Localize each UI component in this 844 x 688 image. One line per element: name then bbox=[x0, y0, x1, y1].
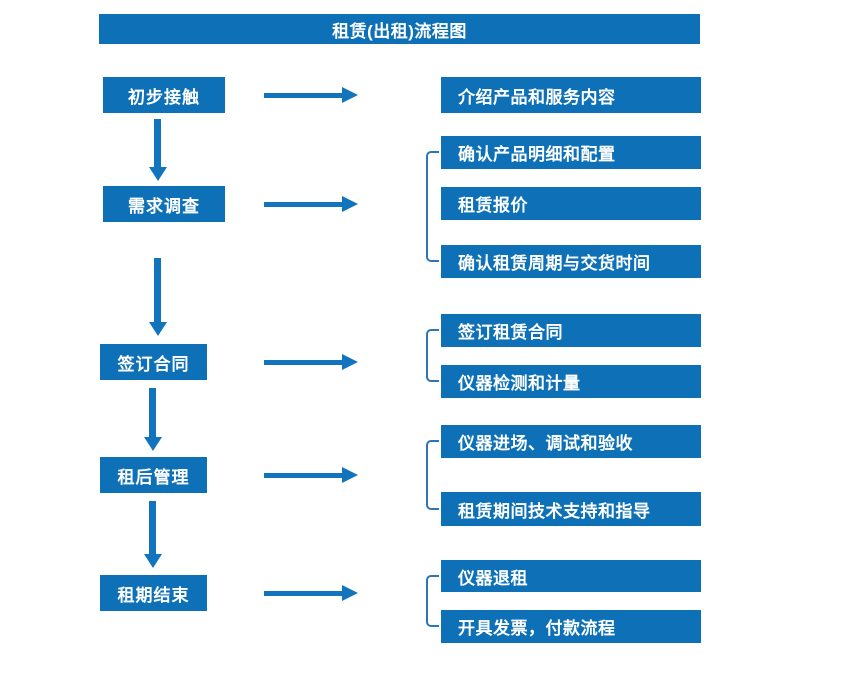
step-box-demand-survey: 需求调查 bbox=[103, 186, 225, 222]
arrow-shaft bbox=[149, 388, 156, 437]
step-box-post-rental-management: 租后管理 bbox=[100, 457, 207, 493]
down-arrow-4 bbox=[143, 501, 162, 568]
right-arrow-5 bbox=[264, 585, 358, 601]
arrow-shaft bbox=[264, 472, 342, 478]
target-box-instrument-setup-acceptance: 仪器进场、调试和验收 bbox=[441, 425, 701, 458]
arrow-head bbox=[148, 322, 167, 336]
arrow-head bbox=[143, 554, 162, 568]
flowchart-title: 租赁(出租)流程图 bbox=[332, 21, 467, 41]
down-arrow-1 bbox=[148, 119, 167, 181]
arrow-shaft bbox=[154, 119, 161, 167]
arrow-shaft bbox=[149, 501, 156, 554]
arrow-head bbox=[342, 87, 358, 103]
target-box-rental-quote: 租赁报价 bbox=[441, 187, 701, 220]
bracket-sign-contract-group bbox=[426, 329, 439, 382]
arrow-head bbox=[148, 167, 167, 181]
flowchart-title-bar: 租赁(出租)流程图 bbox=[99, 14, 700, 44]
arrow-shaft bbox=[264, 359, 342, 365]
step-box-sign-contract: 签订合同 bbox=[100, 344, 207, 380]
down-arrow-2 bbox=[148, 258, 167, 336]
right-arrow-3 bbox=[264, 354, 358, 370]
arrow-shaft bbox=[264, 92, 342, 98]
arrow-head bbox=[143, 437, 162, 451]
down-arrow-3 bbox=[143, 388, 162, 451]
target-box-instrument-return: 仪器退租 bbox=[441, 560, 701, 592]
arrow-shaft bbox=[154, 258, 161, 322]
arrow-shaft bbox=[264, 201, 342, 207]
arrow-head bbox=[342, 467, 358, 483]
arrow-head bbox=[342, 354, 358, 370]
bracket-post-rental-group bbox=[426, 440, 439, 510]
target-box-invoice-payment: 开具发票，付款流程 bbox=[441, 610, 701, 643]
bracket-demand-survey-group bbox=[426, 151, 439, 262]
arrow-shaft bbox=[264, 590, 342, 596]
right-arrow-4 bbox=[264, 467, 358, 483]
target-box-confirm-product-details: 确认产品明细和配置 bbox=[441, 136, 701, 169]
target-box-instrument-testing: 仪器检测和计量 bbox=[441, 365, 701, 398]
target-box-rental-tech-support: 租赁期间技术支持和指导 bbox=[441, 492, 701, 526]
step-box-initial-contact: 初步接触 bbox=[103, 77, 225, 113]
target-box-introduce-products: 介绍产品和服务内容 bbox=[441, 77, 701, 113]
right-arrow-2 bbox=[264, 196, 358, 212]
bracket-rental-end-group bbox=[426, 575, 439, 627]
arrow-head bbox=[342, 585, 358, 601]
arrow-head bbox=[342, 196, 358, 212]
target-box-sign-rental-contract: 签订租赁合同 bbox=[441, 314, 701, 347]
step-box-rental-end: 租期结束 bbox=[100, 575, 207, 611]
target-box-confirm-rental-period: 确认租赁周期与交货时间 bbox=[441, 245, 701, 278]
right-arrow-1 bbox=[264, 87, 358, 103]
